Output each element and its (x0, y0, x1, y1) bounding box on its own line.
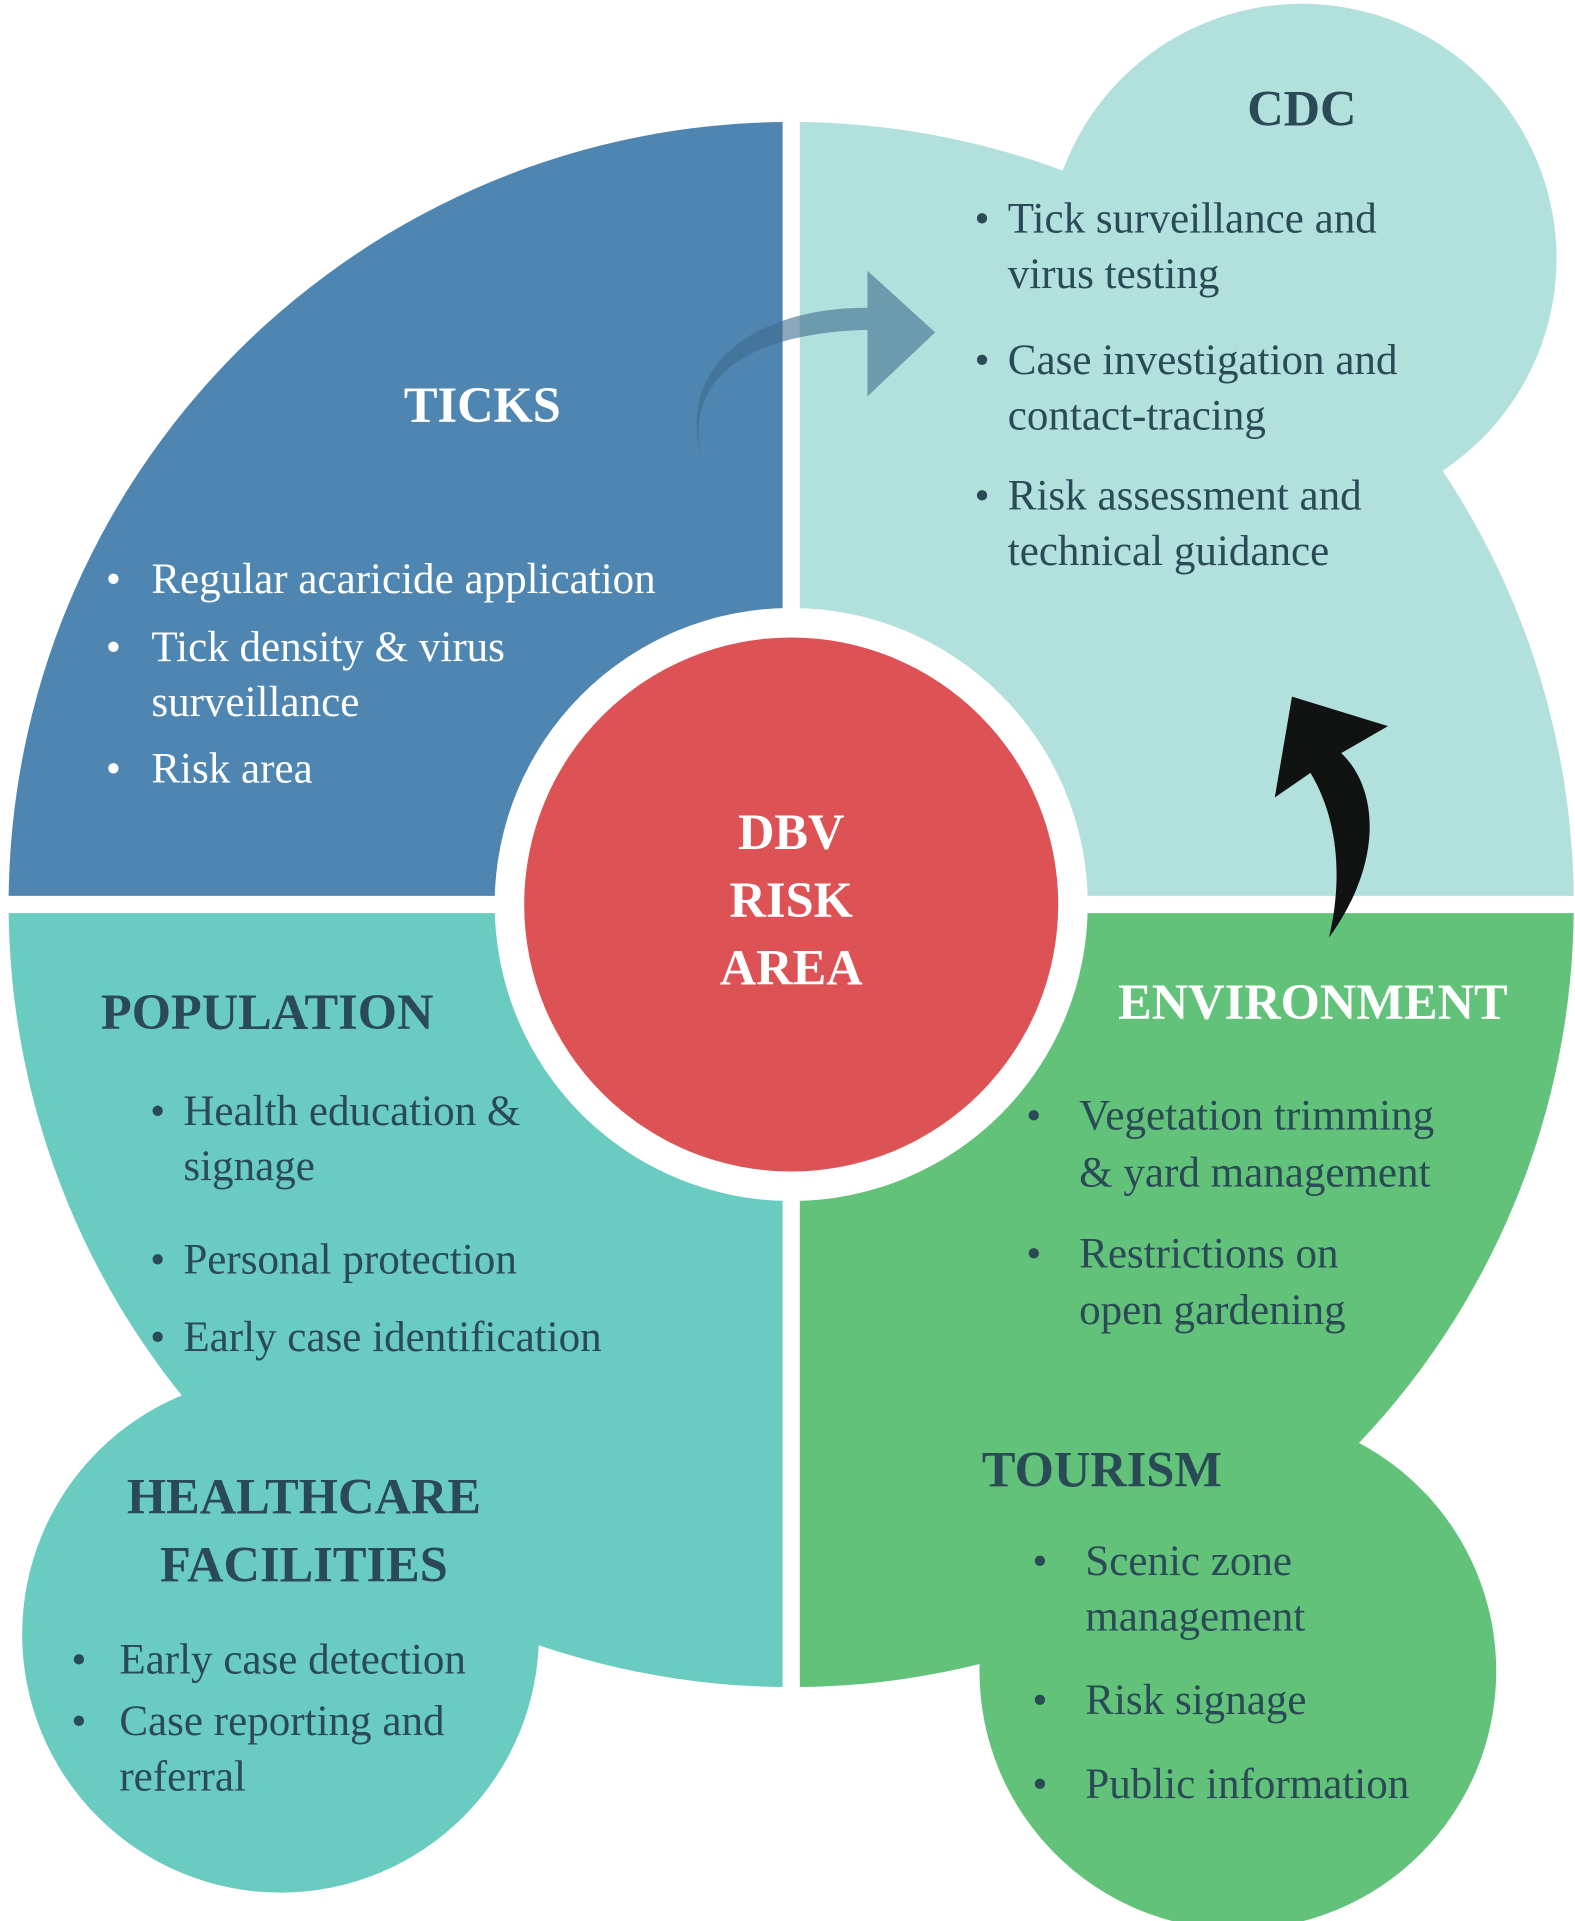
svg-text:•: • (975, 196, 990, 243)
list-item: Risk area (151, 746, 312, 793)
svg-text:•: • (1032, 1761, 1047, 1808)
svg-text:•: • (975, 337, 990, 384)
svg-text:•: • (106, 746, 121, 793)
center-label-line: DBV (738, 804, 845, 860)
svg-text:•: • (1026, 1093, 1041, 1140)
ticks-title: TICKS (404, 377, 561, 433)
svg-text:•: • (150, 1314, 165, 1361)
list-item: Early case detection (119, 1637, 466, 1684)
svg-text:•: • (106, 556, 121, 603)
svg-text:•: • (1032, 1538, 1047, 1585)
list-item: Health education & (183, 1088, 520, 1135)
population-list: • Health education & signage • Personal pr… (150, 1088, 602, 1361)
svg-text:•: • (1032, 1677, 1047, 1724)
svg-text:•: • (1026, 1231, 1041, 1278)
svg-text:•: • (150, 1088, 165, 1135)
svg-text:•: • (106, 624, 121, 671)
list-item: surveillance (151, 679, 359, 726)
svg-text:•: • (71, 1698, 86, 1745)
arrow-ticks-to-cdc-icon (696, 270, 936, 456)
tourism-title: TOURISM (982, 1442, 1222, 1498)
list-item: Tick surveillance and (1008, 196, 1377, 243)
population-title: POPULATION (101, 984, 434, 1040)
healthcare-title: FACILITIES (160, 1536, 448, 1592)
list-item: & yard management (1079, 1149, 1430, 1196)
list-item: Case investigation and (1008, 337, 1398, 384)
healthcare-title: HEALTHCARE (127, 1469, 481, 1525)
healthcare-list: • Early case detection • Case reporting an… (71, 1637, 466, 1801)
svg-text:•: • (150, 1237, 165, 1284)
svg-text:•: • (71, 1637, 86, 1684)
list-item: management (1085, 1593, 1305, 1640)
list-item: open gardening (1079, 1287, 1346, 1334)
center-label-line: RISK (730, 872, 853, 928)
list-item: referral (119, 1753, 246, 1800)
list-item: signage (183, 1143, 315, 1190)
list-item: virus testing (1008, 251, 1220, 298)
list-item: Personal protection (183, 1237, 517, 1284)
environment-list: • Vegetation trimming & yard management •… (1026, 1093, 1434, 1334)
list-item: Public information (1085, 1761, 1409, 1808)
list-item: Restrictions on (1079, 1231, 1338, 1278)
svg-text:•: • (975, 473, 990, 520)
list-item: Scenic zone (1085, 1538, 1292, 1585)
center-label-line: AREA (720, 939, 863, 995)
tourism-list: • Scenic zone management • Risk signage • P… (1032, 1538, 1409, 1808)
list-item: Early case identification (183, 1314, 601, 1361)
list-item: Risk assessment and (1008, 473, 1362, 520)
center-circle (524, 637, 1059, 1172)
list-item: Case reporting and (119, 1698, 444, 1745)
cdc-list: • Tick surveillance and virus testing • Ca… (975, 196, 1398, 575)
environment-title: ENVIRONMENT (1118, 974, 1508, 1030)
ticks-list: • Regular acaricide application • Tick den… (106, 556, 656, 792)
list-item: technical guidance (1008, 528, 1329, 575)
list-item: contact-tracing (1008, 393, 1266, 440)
cdc-title: CDC (1247, 81, 1356, 137)
list-item: Tick density & virus (151, 624, 505, 671)
arrow-environment-to-cdc-icon (1274, 696, 1388, 938)
list-item: Regular acaricide application (151, 556, 655, 603)
list-item: Vegetation trimming (1079, 1093, 1434, 1140)
healthcare-bubble (22, 1375, 539, 1893)
list-item: Risk signage (1085, 1677, 1306, 1724)
